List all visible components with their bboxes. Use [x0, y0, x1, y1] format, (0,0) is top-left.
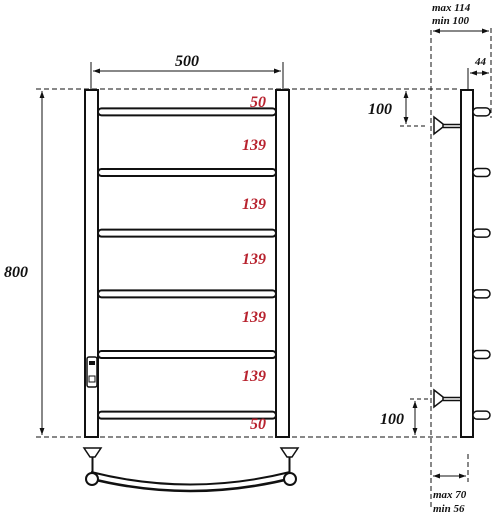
- top-offset-dimension: 100: [368, 91, 427, 127]
- top-bracket: [433, 115, 461, 136]
- spacing-label-2: 139: [242, 137, 266, 154]
- spacing-label-5: 139: [242, 309, 266, 326]
- right-rail: [275, 89, 290, 438]
- rung: [97, 107, 277, 117]
- rungs-group: [97, 107, 277, 420]
- rung-stub: [472, 349, 491, 360]
- bottom-offset-dimension: 100: [380, 398, 430, 435]
- spacing-label-3: 139: [242, 196, 266, 213]
- rung-stubs-group: [472, 107, 491, 420]
- height-dimension: 800: [4, 91, 45, 435]
- left-wall-mount: [82, 447, 103, 486]
- width-dimension: 500: [90, 53, 284, 89]
- rung: [97, 228, 277, 238]
- bottom-bracket: [433, 388, 461, 409]
- wall-distance-min: min 100: [432, 15, 469, 27]
- bracket-distance-dimension: max 70 min 56: [433, 473, 467, 515]
- wall-distance-max: max 114: [432, 2, 471, 14]
- spacing-label-6: 139: [242, 368, 266, 385]
- height-label: 800: [4, 264, 28, 281]
- bracket-distance-max: max 70: [433, 489, 467, 501]
- spacing-label-4: 139: [242, 251, 266, 268]
- front-view: 500 800 50 139 139 139 139 139 50: [4, 53, 460, 438]
- side-rail: [460, 89, 474, 438]
- right-wall-mount: [279, 447, 300, 486]
- depth-dimension: 44: [467, 56, 489, 90]
- rung-stub: [472, 107, 491, 117]
- rung-stub: [472, 410, 491, 420]
- top-view: [82, 447, 300, 493]
- rung-stub: [472, 167, 491, 178]
- rung: [97, 167, 277, 177]
- spacing-label-top: 50: [250, 94, 266, 111]
- rung-stub: [472, 228, 491, 238]
- top-view-rail-outer: [87, 476, 294, 493]
- rung: [97, 410, 277, 420]
- top-offset-label: 100: [368, 101, 392, 118]
- side-view: max 114 min 100 44 100: [368, 2, 492, 515]
- left-rail: [84, 89, 99, 438]
- rung: [97, 289, 277, 299]
- rung-stub: [472, 289, 491, 299]
- wall-distance-dimension: max 114 min 100: [432, 2, 489, 34]
- bracket-distance-min: min 56: [433, 503, 465, 515]
- depth-label: 44: [474, 56, 487, 68]
- top-view-rail-inner: [90, 471, 291, 486]
- spacing-label-bottom: 50: [250, 416, 266, 433]
- spacing-labels-group: 50 139 139 139 139 139 50: [242, 94, 266, 433]
- rung: [97, 350, 277, 360]
- control-switch: [86, 356, 98, 388]
- width-label: 500: [175, 53, 199, 70]
- bottom-offset-label: 100: [380, 411, 404, 428]
